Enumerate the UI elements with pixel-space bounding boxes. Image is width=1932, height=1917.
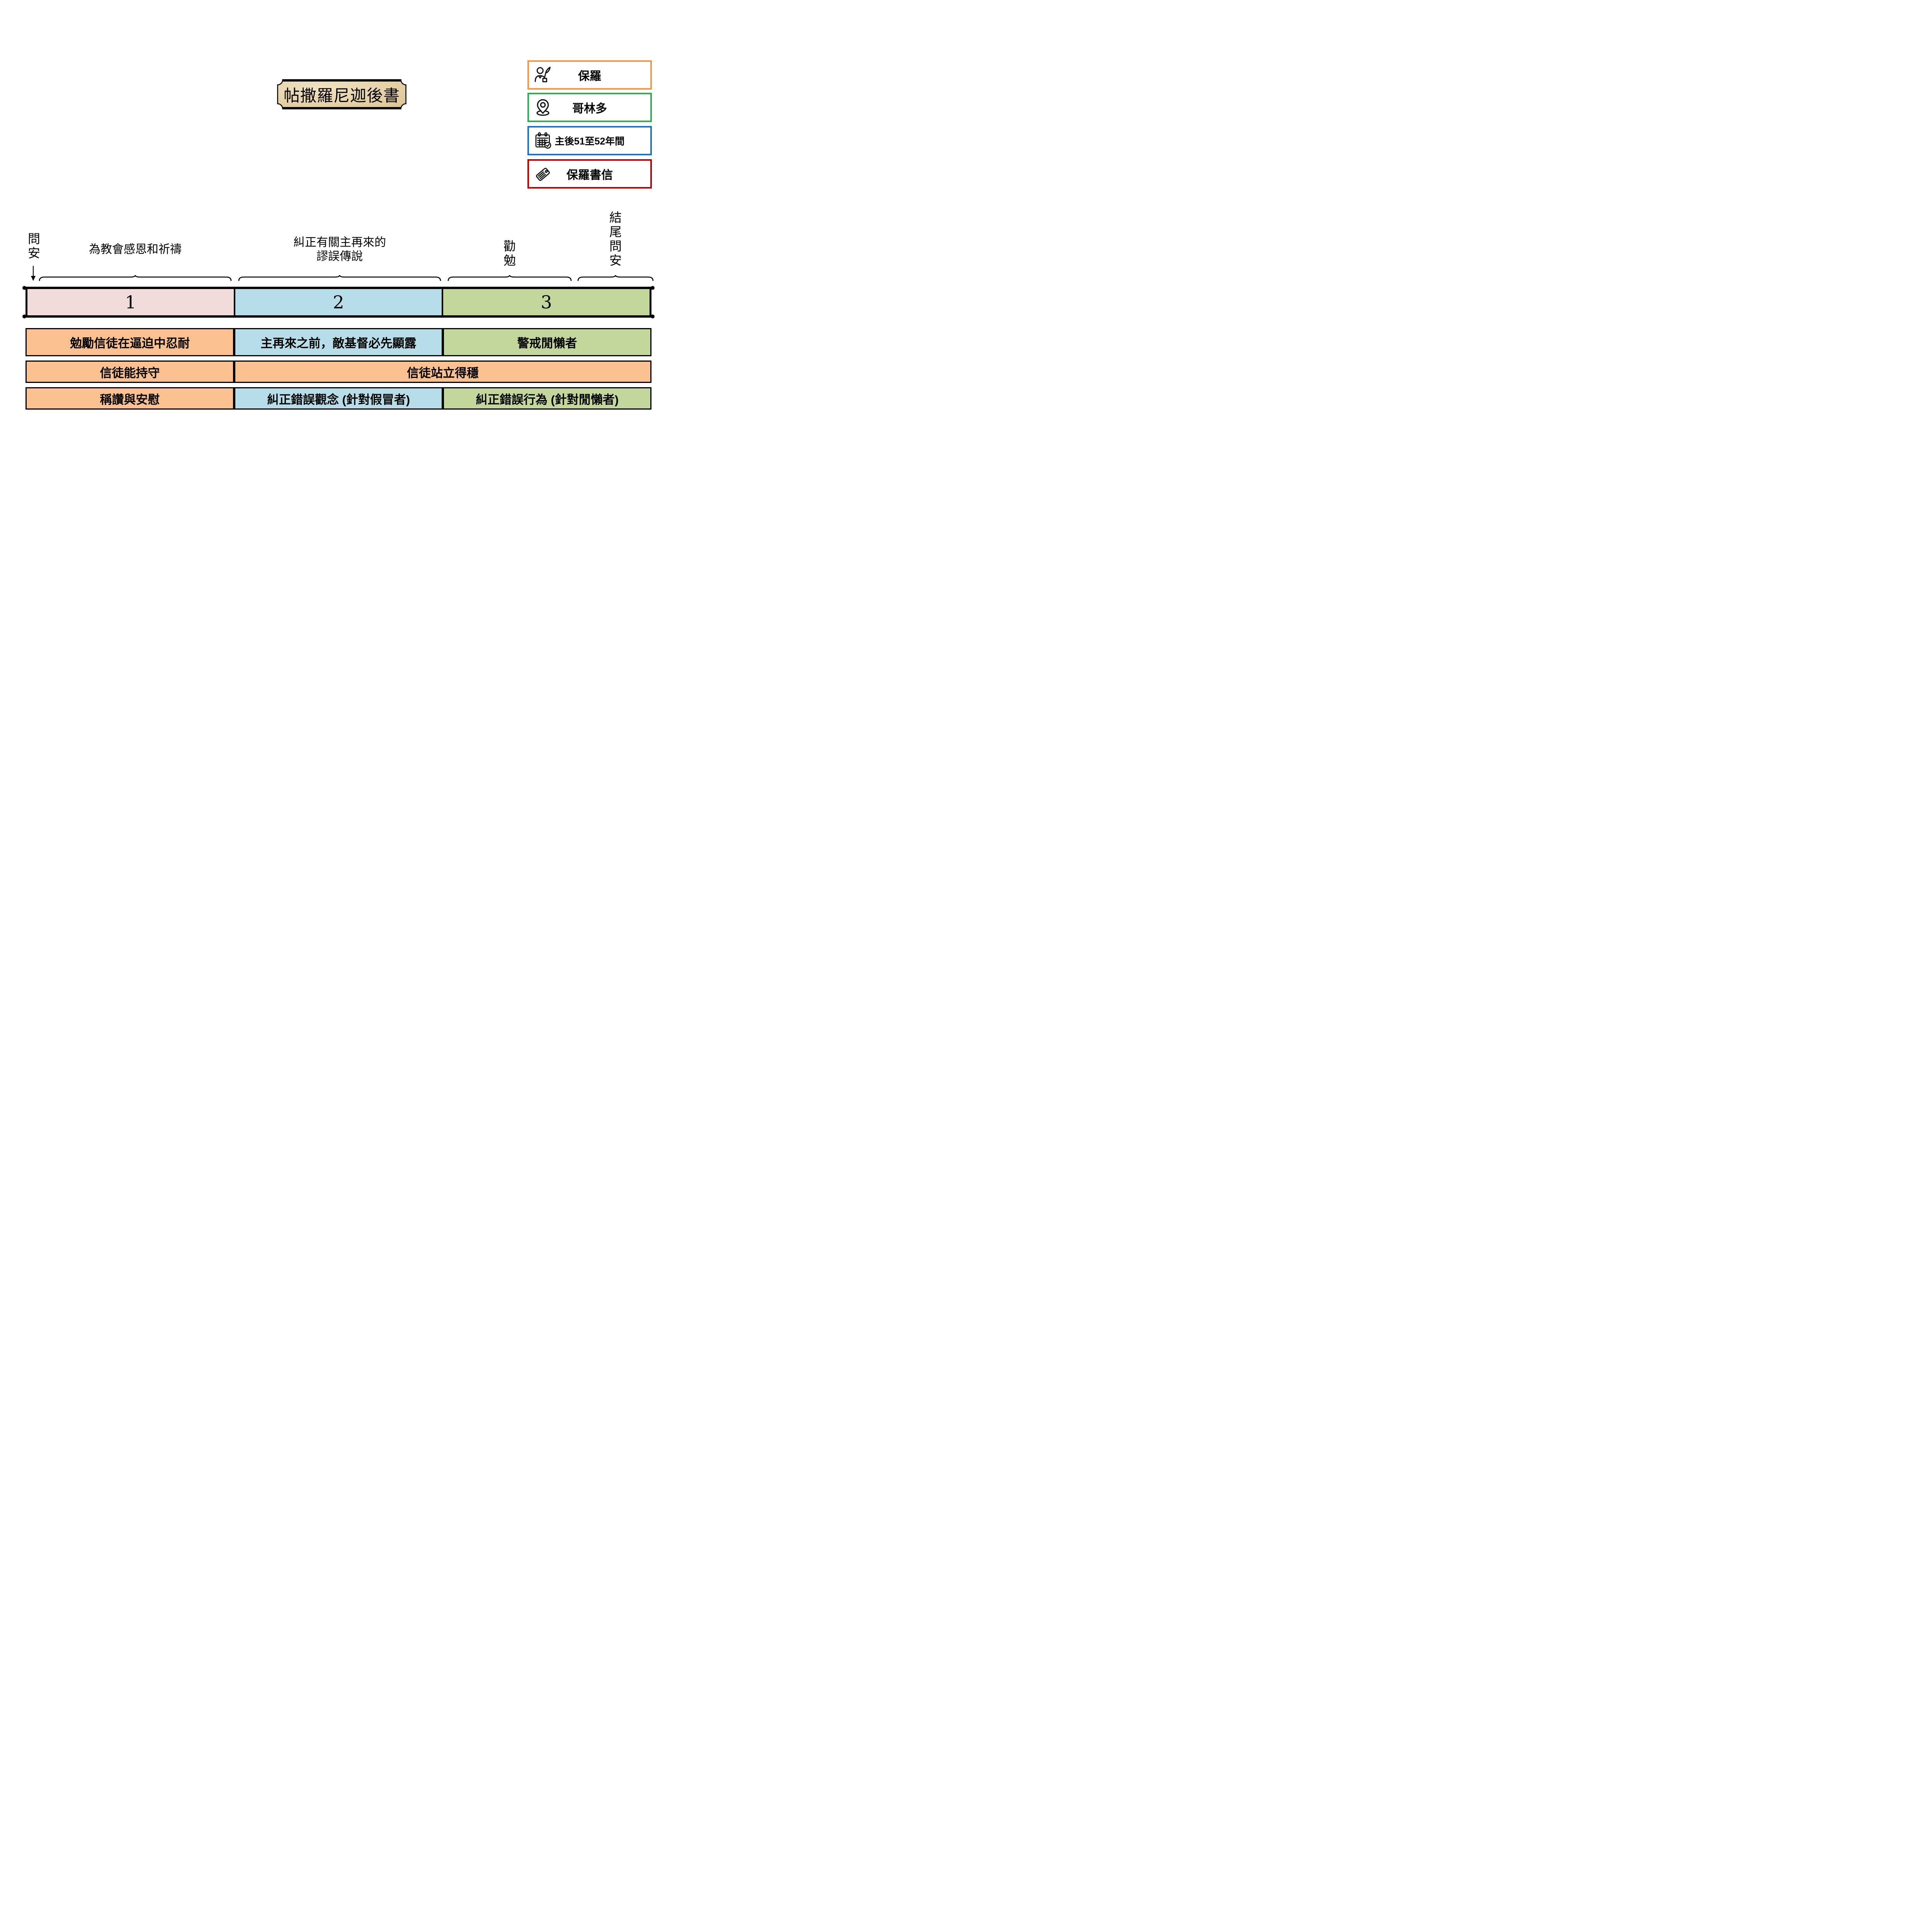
row3-chapter2-text: 糾正錯誤觀念 (針對假冒者) [267, 393, 410, 407]
chapter-1-segment: 1 [27, 289, 234, 315]
legend-item-date: 主後51至52年間 [527, 126, 652, 155]
section1-heading: 為教會感恩和祈禱 [89, 243, 182, 256]
greeting-label: 問安 [27, 232, 40, 260]
section2-heading-line2: 謬誤傳說 [316, 250, 363, 263]
title-plaque [277, 79, 406, 109]
chapter-2-number: 2 [333, 292, 344, 313]
chapter-3-number: 3 [541, 292, 552, 313]
row2-chapter2-3-text: 信徒站立得穩 [407, 366, 479, 380]
row1-chapter3-cell: 警戒閒懶者 [443, 328, 651, 356]
closing-label: 結尾問安 [609, 211, 622, 267]
section3-heading: 勸勉 [503, 239, 516, 267]
calendar-check-icon [535, 132, 551, 149]
chapter-1-number: 1 [125, 292, 136, 313]
row1-chapter1-text: 勉勵信徒在逼迫中忍耐 [70, 337, 190, 350]
timeline-end-dot [651, 286, 655, 290]
page-title: 帖撒羅尼迦後書 [283, 86, 400, 105]
row3-chapter3-text: 糾正錯誤行為 (針對閒懶者) [475, 393, 619, 407]
row1-chapter2-text: 主再來之前，敵基督必先顯露 [260, 337, 417, 350]
brace-chapter1 [39, 275, 232, 281]
row2-chapter1-cell: 信徒能持守 [26, 361, 234, 383]
section2-heading: 糾正有關主再來的 謬誤傳說 [238, 236, 441, 264]
row1-chapter1-cell: 勉勵信徒在逼迫中忍耐 [26, 328, 234, 356]
brace-closing [577, 275, 654, 281]
chapter-3-segment: 3 [442, 289, 650, 315]
brace-chapter3 [447, 275, 572, 281]
brace-chapter2 [238, 275, 441, 281]
author-quill-icon [534, 66, 551, 82]
row2-chapter2-3-cell: 信徒站立得穩 [234, 361, 651, 383]
legend-place-label: 哥林多 [572, 102, 607, 115]
tag-icon [536, 168, 550, 181]
section2-heading-line1: 糾正有關主再來的 [293, 236, 386, 249]
chapter-timeline-band: 1 2 3 [26, 287, 651, 318]
book-overview-diagram: 帖撒羅尼迦後書 保羅 哥林多 主後5 [0, 0, 678, 479]
row1-chapter2-cell: 主再來之前，敵基督必先顯露 [234, 328, 443, 356]
legend-author-label: 保羅 [578, 70, 601, 83]
legend-item-place: 哥林多 [527, 93, 652, 122]
legend-category-label: 保羅書信 [566, 169, 613, 182]
timeline-end-dot [651, 315, 655, 318]
chapter-2-segment: 2 [234, 289, 442, 315]
row1-chapter3-text: 警戒閒懶者 [517, 337, 577, 350]
row3-chapter3-cell: 糾正錯誤行為 (針對閒懶者) [443, 387, 651, 410]
greeting-arrow [31, 266, 36, 281]
row3-chapter1-cell: 稱讚與安慰 [26, 387, 234, 410]
timeline-end-dot [22, 315, 26, 318]
legend-item-category: 保羅書信 [527, 159, 652, 189]
row3-chapter1-text: 稱讚與安慰 [100, 393, 160, 407]
legend-item-author: 保羅 [527, 60, 652, 90]
location-pin-icon [536, 99, 549, 116]
legend-date-label: 主後51至52年間 [554, 136, 625, 147]
row2-chapter1-text: 信徒能持守 [100, 366, 160, 380]
row3-chapter2-cell: 糾正錯誤觀念 (針對假冒者) [234, 387, 443, 410]
timeline-end-dot [22, 286, 26, 290]
